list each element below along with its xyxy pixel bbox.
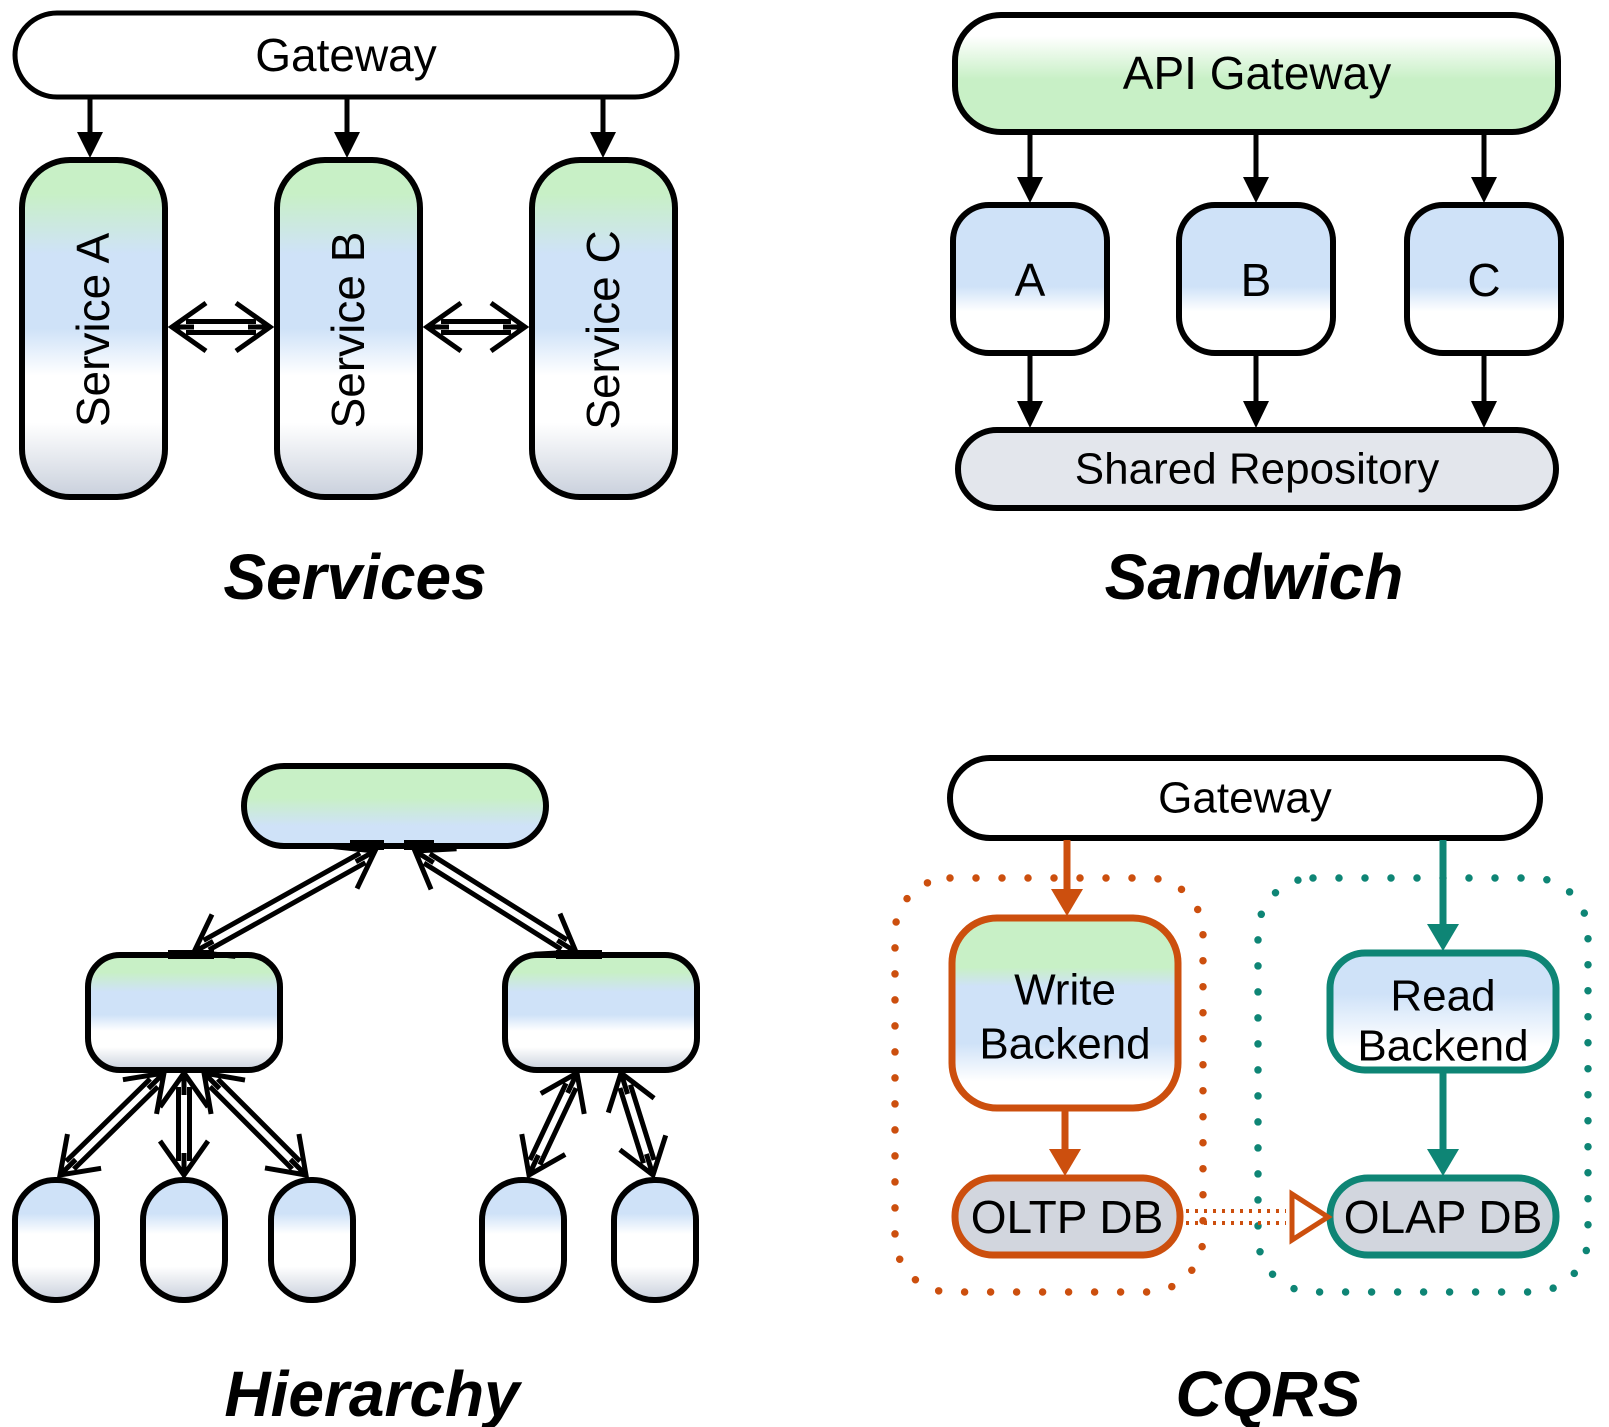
cqrs-write-arrowheads — [1049, 889, 1083, 1176]
port-bar — [556, 950, 602, 959]
write-backend-node — [948, 914, 1182, 1112]
sandwich-a-label: A — [1015, 254, 1046, 306]
shared-repository-label: Shared Repository — [1075, 445, 1439, 494]
sandwich-c-label: C — [1467, 254, 1500, 306]
panel-hierarchy: Hierarchy — [12, 763, 700, 1427]
sandwich-b-node — [1176, 202, 1336, 356]
sandwich-title: Sandwich — [1105, 541, 1404, 613]
port-bar — [168, 950, 214, 959]
services-gateway-label: Gateway — [255, 29, 437, 81]
arrowhead — [1051, 889, 1083, 916]
service-c-label: Service C — [577, 230, 629, 429]
double-arrow — [56, 1069, 168, 1179]
dotted-arrow-lines — [1186, 1209, 1286, 1225]
cqrs-gateway-node — [947, 755, 1543, 841]
cqrs-gateway-label: Gateway — [1158, 774, 1332, 823]
oltp-to-olap-dotted-arrow — [1186, 1189, 1333, 1245]
double-arrow — [157, 1068, 211, 1180]
service-a-node — [19, 157, 168, 500]
services-gateway-arrows — [87, 99, 606, 133]
write-backend-label-line1: Write — [1014, 966, 1116, 1015]
sandwich-top-arrowheads — [1017, 177, 1497, 203]
cqrs-write-arrows — [1061, 840, 1071, 1150]
panel-cqrs: Gateway Write Backend Read Backend — [891, 755, 1592, 1427]
service-c-node — [529, 157, 678, 500]
read-backend-node — [1326, 949, 1560, 1074]
sandwich-c-node — [1404, 202, 1564, 356]
oltp-db-label: OLTP DB — [971, 1191, 1164, 1243]
arrowhead — [1471, 401, 1497, 428]
double-arrow — [519, 1069, 587, 1179]
port-bar — [404, 840, 434, 850]
hierarchy-mid-right-node — [502, 952, 700, 1073]
service-peer-arrows — [167, 300, 530, 354]
arrowhead — [334, 132, 360, 158]
services-gateway-arrowheads — [77, 132, 616, 158]
hierarchy-leaf-2 — [140, 1177, 228, 1303]
olap-db-label: OLAP DB — [1344, 1191, 1543, 1243]
arrowhead — [590, 132, 616, 158]
double-arrow — [190, 844, 379, 959]
double-arrow — [411, 846, 580, 957]
panel-services: Gateway Service A Service B Service C Se… — [12, 10, 680, 613]
sandwich-bottom-arrows — [1027, 355, 1487, 402]
arrowhead — [1243, 177, 1269, 203]
double-arrow — [605, 1068, 669, 1180]
hierarchy-leaf-5 — [611, 1177, 699, 1303]
service-a-label: Service A — [67, 233, 119, 428]
services-gateway-node — [12, 10, 680, 100]
read-backend-label-line1: Read — [1390, 972, 1495, 1021]
open-triangle-arrowhead — [1289, 1189, 1333, 1245]
sandwich-a-node — [950, 202, 1110, 356]
arrowhead — [1427, 924, 1459, 951]
hierarchy-leaf-1 — [12, 1177, 100, 1303]
double-arrow — [167, 300, 275, 354]
arrowhead — [1243, 401, 1269, 428]
service-b-label: Service B — [322, 232, 374, 429]
cqrs-read-region-border — [1254, 874, 1592, 1296]
hierarchy-leaf-3 — [268, 1177, 356, 1303]
port-bar — [350, 840, 384, 850]
write-backend-label-line2: Backend — [979, 1020, 1150, 1069]
shared-repository-node — [955, 427, 1559, 511]
cqrs-read-arrowheads — [1427, 924, 1459, 1176]
sandwich-bottom-arrowheads — [1017, 401, 1497, 428]
sandwich-top-arrows — [1027, 134, 1487, 178]
hierarchy-root-node — [241, 763, 549, 849]
arrowhead — [1471, 177, 1497, 203]
double-arrow — [200, 1069, 310, 1179]
oltp-db-node — [951, 1174, 1184, 1259]
api-gateway-label: API Gateway — [1123, 47, 1391, 99]
arrowhead — [77, 132, 103, 158]
hierarchy-edges — [56, 844, 669, 1180]
arrowhead — [1049, 1149, 1081, 1176]
hierarchy-port-bars — [168, 840, 602, 959]
read-backend-label-line2: Backend — [1357, 1022, 1528, 1071]
cqrs-title: CQRS — [1176, 1358, 1361, 1427]
services-title: Services — [223, 541, 486, 613]
panel-sandwich: API Gateway A B C Sha — [950, 12, 1564, 613]
arrowhead — [1017, 401, 1043, 428]
service-b-node — [274, 157, 423, 500]
hierarchy-mid-left-node — [85, 952, 283, 1073]
api-gateway-node — [952, 12, 1561, 135]
arrowhead — [1427, 1149, 1459, 1176]
double-arrow — [422, 300, 530, 354]
hierarchy-leaf-4 — [479, 1177, 567, 1303]
hierarchy-title: Hierarchy — [224, 1358, 523, 1427]
sandwich-b-label: B — [1241, 254, 1272, 306]
arrowhead — [1017, 177, 1043, 203]
